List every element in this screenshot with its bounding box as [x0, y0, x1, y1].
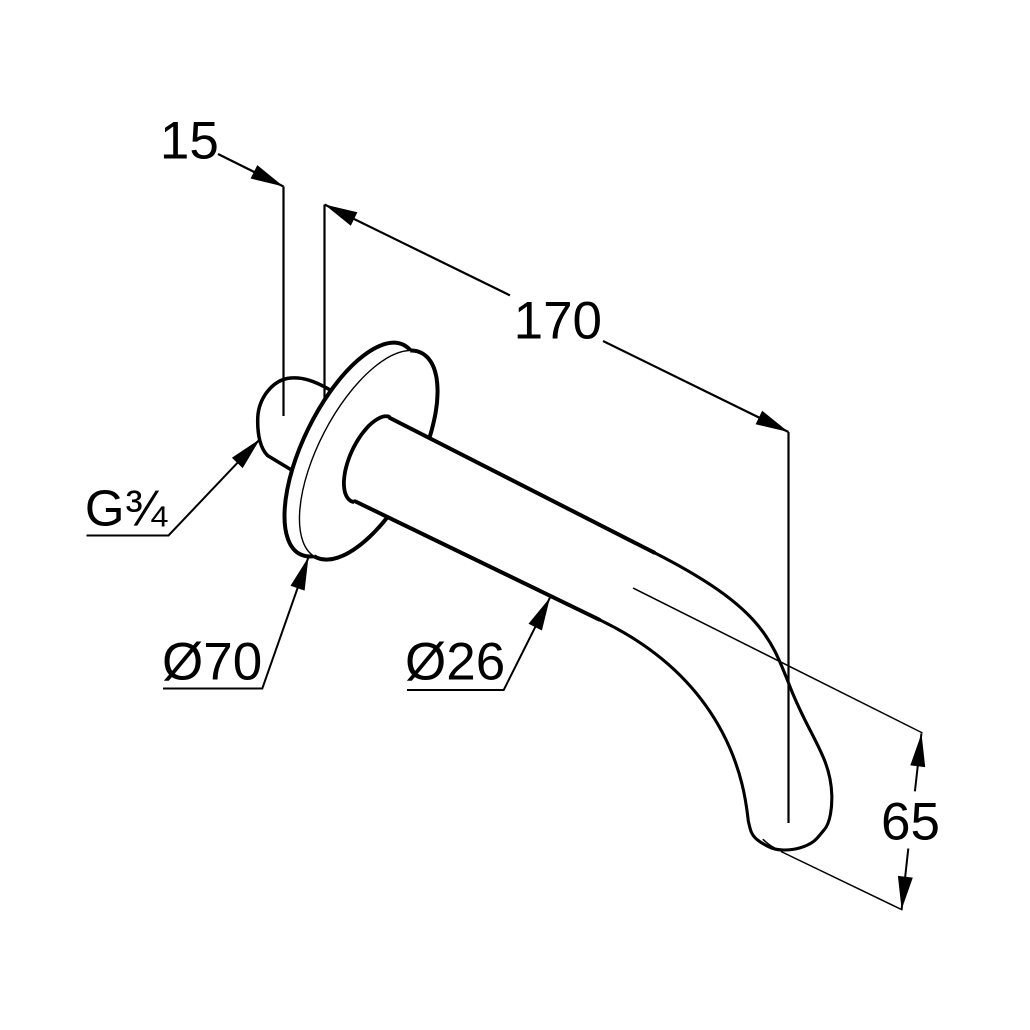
- svg-text:Ø26: Ø26: [405, 633, 505, 692]
- svg-text:15: 15: [160, 112, 219, 171]
- svg-text:65: 65: [881, 793, 940, 852]
- svg-text:G¾: G¾: [85, 479, 169, 536]
- svg-text:Ø70: Ø70: [162, 633, 262, 692]
- svg-text:170: 170: [514, 292, 602, 351]
